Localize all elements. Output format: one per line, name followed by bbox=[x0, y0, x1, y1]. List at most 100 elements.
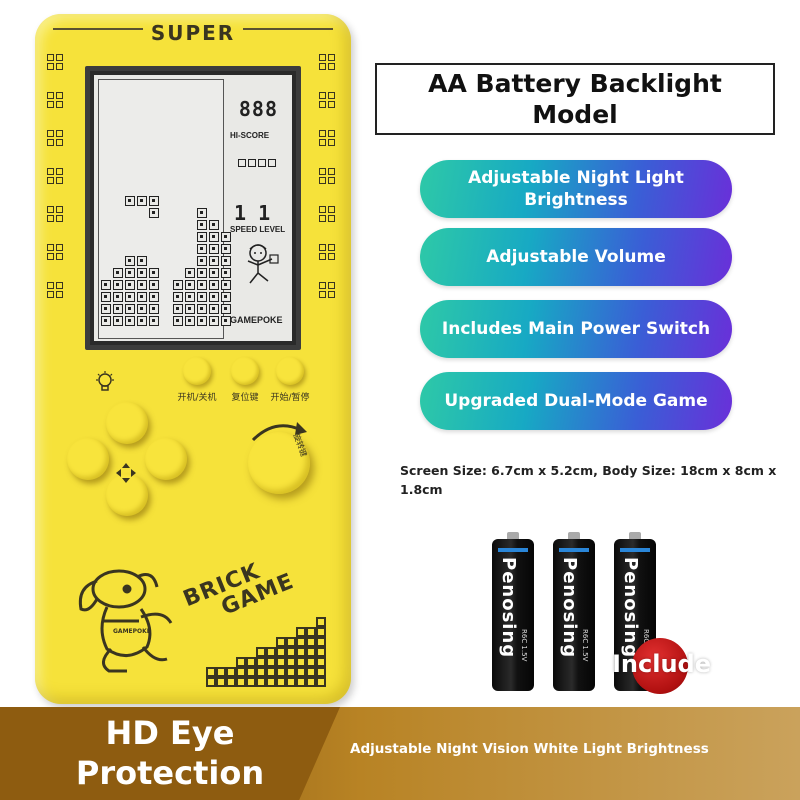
tetris-block bbox=[173, 280, 183, 290]
reset-button[interactable] bbox=[231, 357, 259, 385]
feature-pill-power-switch: Includes Main Power Switch bbox=[420, 300, 732, 358]
tetris-block bbox=[149, 280, 159, 290]
tetris-block bbox=[221, 292, 231, 302]
tetris-block bbox=[209, 268, 219, 278]
brick-art-block bbox=[246, 677, 256, 687]
night-vision-label: Adjustable Night Vision White Light Brig… bbox=[350, 741, 709, 757]
bottom-banner-left-panel: HD Eye Protection bbox=[0, 707, 340, 800]
brick-art-block bbox=[276, 667, 286, 677]
brick-art-block bbox=[206, 667, 216, 677]
brick-art-block bbox=[216, 667, 226, 677]
tetris-block bbox=[185, 292, 195, 302]
dpad-left-button[interactable] bbox=[67, 438, 109, 480]
tetris-block bbox=[197, 268, 207, 278]
page-title: AA Battery Backlight Model bbox=[428, 69, 722, 129]
tetris-block bbox=[137, 316, 147, 326]
tetris-block bbox=[221, 280, 231, 290]
aa-battery: Penosing R6C 1.5V bbox=[553, 532, 595, 694]
brick-art-block bbox=[266, 647, 276, 657]
brick-art-block bbox=[306, 637, 316, 647]
size-spec: Screen Size: 6.7cm x 5.2cm, Body Size: 1… bbox=[400, 463, 777, 497]
brand-label: SUPER bbox=[150, 21, 236, 45]
rotate-arrow-icon bbox=[251, 422, 307, 442]
brick-art-block bbox=[306, 677, 316, 687]
brick-art-block bbox=[296, 627, 306, 637]
feature-label: Includes Main Power Switch bbox=[441, 319, 711, 339]
tetris-block bbox=[113, 268, 123, 278]
tetris-block bbox=[137, 280, 147, 290]
brick-art-block bbox=[296, 647, 306, 657]
brick-art-block bbox=[316, 627, 326, 637]
tetris-block bbox=[197, 256, 207, 266]
tetris-block bbox=[197, 208, 207, 218]
tetris-block bbox=[197, 280, 207, 290]
dog-mascot-icon: GAMEPOKE bbox=[78, 569, 173, 673]
tetris-block bbox=[101, 280, 111, 290]
title-box: AA Battery Backlight Model bbox=[375, 63, 775, 135]
brick-art-block bbox=[306, 657, 316, 667]
side-dots-left bbox=[47, 54, 65, 320]
battery-brand: Penosing bbox=[620, 557, 641, 659]
tetris-block bbox=[173, 316, 183, 326]
brick-art-block bbox=[286, 677, 296, 687]
tetris-block bbox=[101, 304, 111, 314]
tetris-block bbox=[197, 316, 207, 326]
tetris-block bbox=[221, 232, 231, 242]
brick-art-block bbox=[286, 647, 296, 657]
brick-art-block bbox=[276, 657, 286, 667]
battery-brand: Penosing bbox=[559, 557, 580, 659]
tetris-block bbox=[113, 280, 123, 290]
dpad-up-button[interactable] bbox=[106, 402, 148, 444]
feature-label: Adjustable Volume bbox=[486, 247, 666, 267]
tetris-block bbox=[173, 292, 183, 302]
brick-art-block bbox=[256, 647, 266, 657]
brand-line-left bbox=[53, 28, 143, 30]
backlight-bulb-icon[interactable] bbox=[95, 371, 115, 393]
tetris-block bbox=[125, 316, 135, 326]
tetris-block bbox=[197, 232, 207, 242]
start-pause-button[interactable] bbox=[276, 357, 304, 385]
tetris-block bbox=[149, 292, 159, 302]
tetris-block bbox=[137, 196, 147, 206]
tetris-block bbox=[113, 316, 123, 326]
brick-art-block bbox=[226, 667, 236, 677]
brick-art-block bbox=[266, 657, 276, 667]
brick-art-block bbox=[316, 617, 326, 627]
handheld-game-console: SUPER 888 HI-SCORE 1 1 SPEED LEVEL bbox=[35, 14, 351, 704]
tetris-block bbox=[101, 316, 111, 326]
next-piece-block bbox=[268, 159, 276, 167]
tetris-block bbox=[209, 292, 219, 302]
tetris-block bbox=[125, 304, 135, 314]
brick-art-block bbox=[316, 647, 326, 657]
tetris-block bbox=[209, 256, 219, 266]
lcd-mascot-icon bbox=[247, 244, 279, 284]
battery-brand: Penosing bbox=[498, 557, 519, 659]
dpad-right-button[interactable] bbox=[145, 438, 187, 480]
feature-pill-night-light: Adjustable Night Light Brightness bbox=[420, 160, 732, 218]
brick-art-block bbox=[236, 657, 246, 667]
tetris-block bbox=[209, 232, 219, 242]
tetris-block bbox=[197, 220, 207, 230]
svg-text:GAMEPOKE: GAMEPOKE bbox=[113, 628, 151, 635]
feature-pill-volume: Adjustable Volume bbox=[420, 228, 732, 286]
brick-art-block bbox=[216, 677, 226, 687]
include-badge bbox=[632, 638, 688, 694]
tetris-block bbox=[173, 304, 183, 314]
tetris-block bbox=[209, 244, 219, 254]
brick-art-block bbox=[316, 637, 326, 647]
tetris-block bbox=[113, 292, 123, 302]
brick-art-block bbox=[256, 657, 266, 667]
power-button[interactable] bbox=[183, 357, 211, 385]
brick-art-block bbox=[266, 667, 276, 677]
brick-art-block bbox=[206, 677, 216, 687]
lcd-maker-label: GAMEPOKE bbox=[230, 315, 283, 325]
brick-art-block bbox=[256, 677, 266, 687]
bottom-banner: HD Eye Protection bbox=[0, 707, 800, 800]
brick-art-block bbox=[296, 657, 306, 667]
rotate-button[interactable] bbox=[248, 432, 310, 494]
brick-art-block bbox=[236, 677, 246, 687]
brick-art-block bbox=[316, 667, 326, 677]
brick-art-block bbox=[296, 637, 306, 647]
brick-art-block bbox=[296, 667, 306, 677]
tetris-block bbox=[209, 316, 219, 326]
